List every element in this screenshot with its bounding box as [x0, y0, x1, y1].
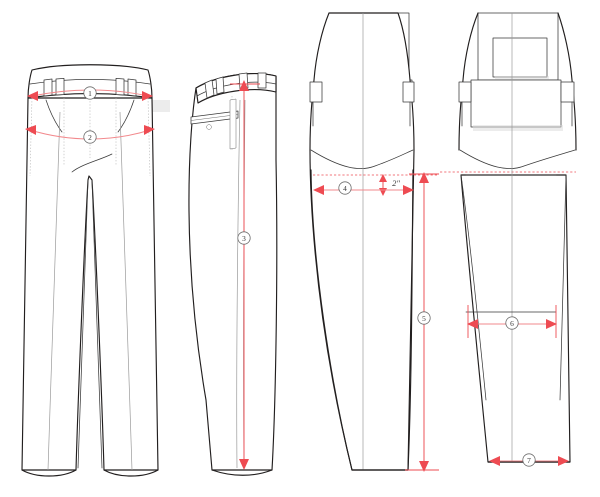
folded-back-leg-inner-right	[559, 174, 567, 401]
dimension-7-arrow-left	[489, 456, 500, 466]
belt-loop-left	[43, 78, 53, 97]
folded-front-pocket-tab-left	[309, 81, 323, 103]
folded-back-inner-shadow	[495, 76, 549, 80]
folded-front-crotch-curve	[310, 149, 414, 169]
callout-7-circle	[522, 453, 536, 467]
view-side: 3	[188, 72, 278, 476]
folded-back-silhouette-left	[458, 12, 479, 151]
callout-4-circle	[338, 181, 352, 195]
view-folded-front: 2" 4 5	[309, 12, 439, 472]
dimension-1-group: 1	[27, 86, 153, 101]
callout-3-label: 3	[242, 234, 246, 243]
dimension-7-arrow-right	[558, 456, 569, 466]
callout-7-label: 7	[527, 456, 531, 465]
view-front: 1 2	[21, 64, 170, 477]
folded-front-silhouette	[309, 12, 415, 471]
folded-back-mid-panel	[470, 79, 562, 128]
dimension-6-arrow-right	[546, 319, 557, 329]
dimension-2inch-arrow-top	[379, 174, 387, 182]
belt-loop-center-left	[55, 78, 65, 96]
folded-back-silhouette-right	[557, 12, 577, 151]
dimension-3-arrow-top	[239, 80, 249, 91]
callout-5-circle	[417, 311, 431, 325]
side-crease	[236, 99, 241, 469]
callout-3-circle	[237, 231, 251, 245]
front-trouser-outline	[21, 97, 159, 471]
front-waistband-lower-edge	[29, 79, 151, 85]
folded-back-crotch-curve	[459, 149, 576, 169]
callout-5-label: 5	[422, 314, 426, 323]
folded-back-pocket-tab-right	[560, 81, 575, 103]
front-crotch-curve	[71, 153, 113, 173]
dimension-4-arrow-right	[403, 185, 414, 195]
dimension-5-group: 5	[405, 172, 439, 472]
dimension-2-arrow-right	[144, 125, 155, 135]
side-hem	[211, 469, 273, 476]
view-folded-back: 6 7	[440, 12, 577, 467]
dimension-6-group: 6	[467, 316, 557, 330]
dimension-4-group: 4	[313, 181, 414, 195]
side-belt-loop-d	[257, 72, 267, 89]
callout-1-label: 1	[88, 89, 92, 98]
folded-back-pocket-tab-left	[458, 81, 472, 103]
callout-1-circle	[83, 86, 97, 100]
callout-2-label: 2	[88, 133, 92, 142]
folded-back-mid-shadow	[473, 125, 563, 131]
front-pocket-right	[117, 99, 135, 133]
folded-back-inner-panel	[492, 37, 548, 78]
dimension-2-group: 2	[25, 125, 155, 144]
front-side-seam-left	[29, 97, 33, 177]
front-crease-left	[47, 111, 61, 471]
dimension-1-arrow-right	[142, 91, 153, 101]
front-inseam-left	[77, 179, 89, 469]
side-belt-loop-b	[215, 76, 225, 95]
front-crease-right	[119, 111, 133, 471]
dimension-3-group: 3	[230, 80, 260, 470]
front-right-hem	[103, 469, 159, 477]
dimension-4-arrow-left	[313, 185, 324, 195]
front-inseam-right	[91, 179, 103, 469]
callout-6-label: 6	[510, 319, 514, 328]
dimension-7-group: 7	[489, 453, 569, 467]
callout-2-circle	[83, 130, 97, 144]
dimension-3-arrow-bottom	[239, 459, 249, 470]
dimension-5-arrow-bottom	[419, 461, 429, 472]
folded-front-leg-right-edge	[407, 169, 414, 471]
dimension-1-arrow-left	[27, 91, 38, 101]
callout-4-label: 4	[343, 184, 347, 193]
front-left-hem	[21, 469, 77, 477]
folded-front-leg-left-edge	[310, 169, 353, 471]
folded-back-leg-inner-left	[460, 174, 487, 401]
front-pocket-left	[45, 99, 63, 133]
callout-6-circle	[505, 316, 519, 330]
belt-loop-center-right	[115, 78, 125, 96]
side-pocket-facing	[229, 98, 237, 150]
welt-pocket-button	[206, 124, 212, 130]
side-belt-loop-a	[204, 79, 215, 99]
front-side-seam-right	[147, 97, 151, 177]
dimension-2-arrow-left	[25, 125, 36, 135]
belt-loop-right	[127, 78, 137, 97]
dimension-5-arrow-top	[419, 172, 429, 183]
dimension-2inch-label: 2"	[392, 179, 400, 188]
folded-front-pocket-tab-right	[402, 81, 415, 103]
dimension-6-arrow-left	[467, 319, 478, 329]
